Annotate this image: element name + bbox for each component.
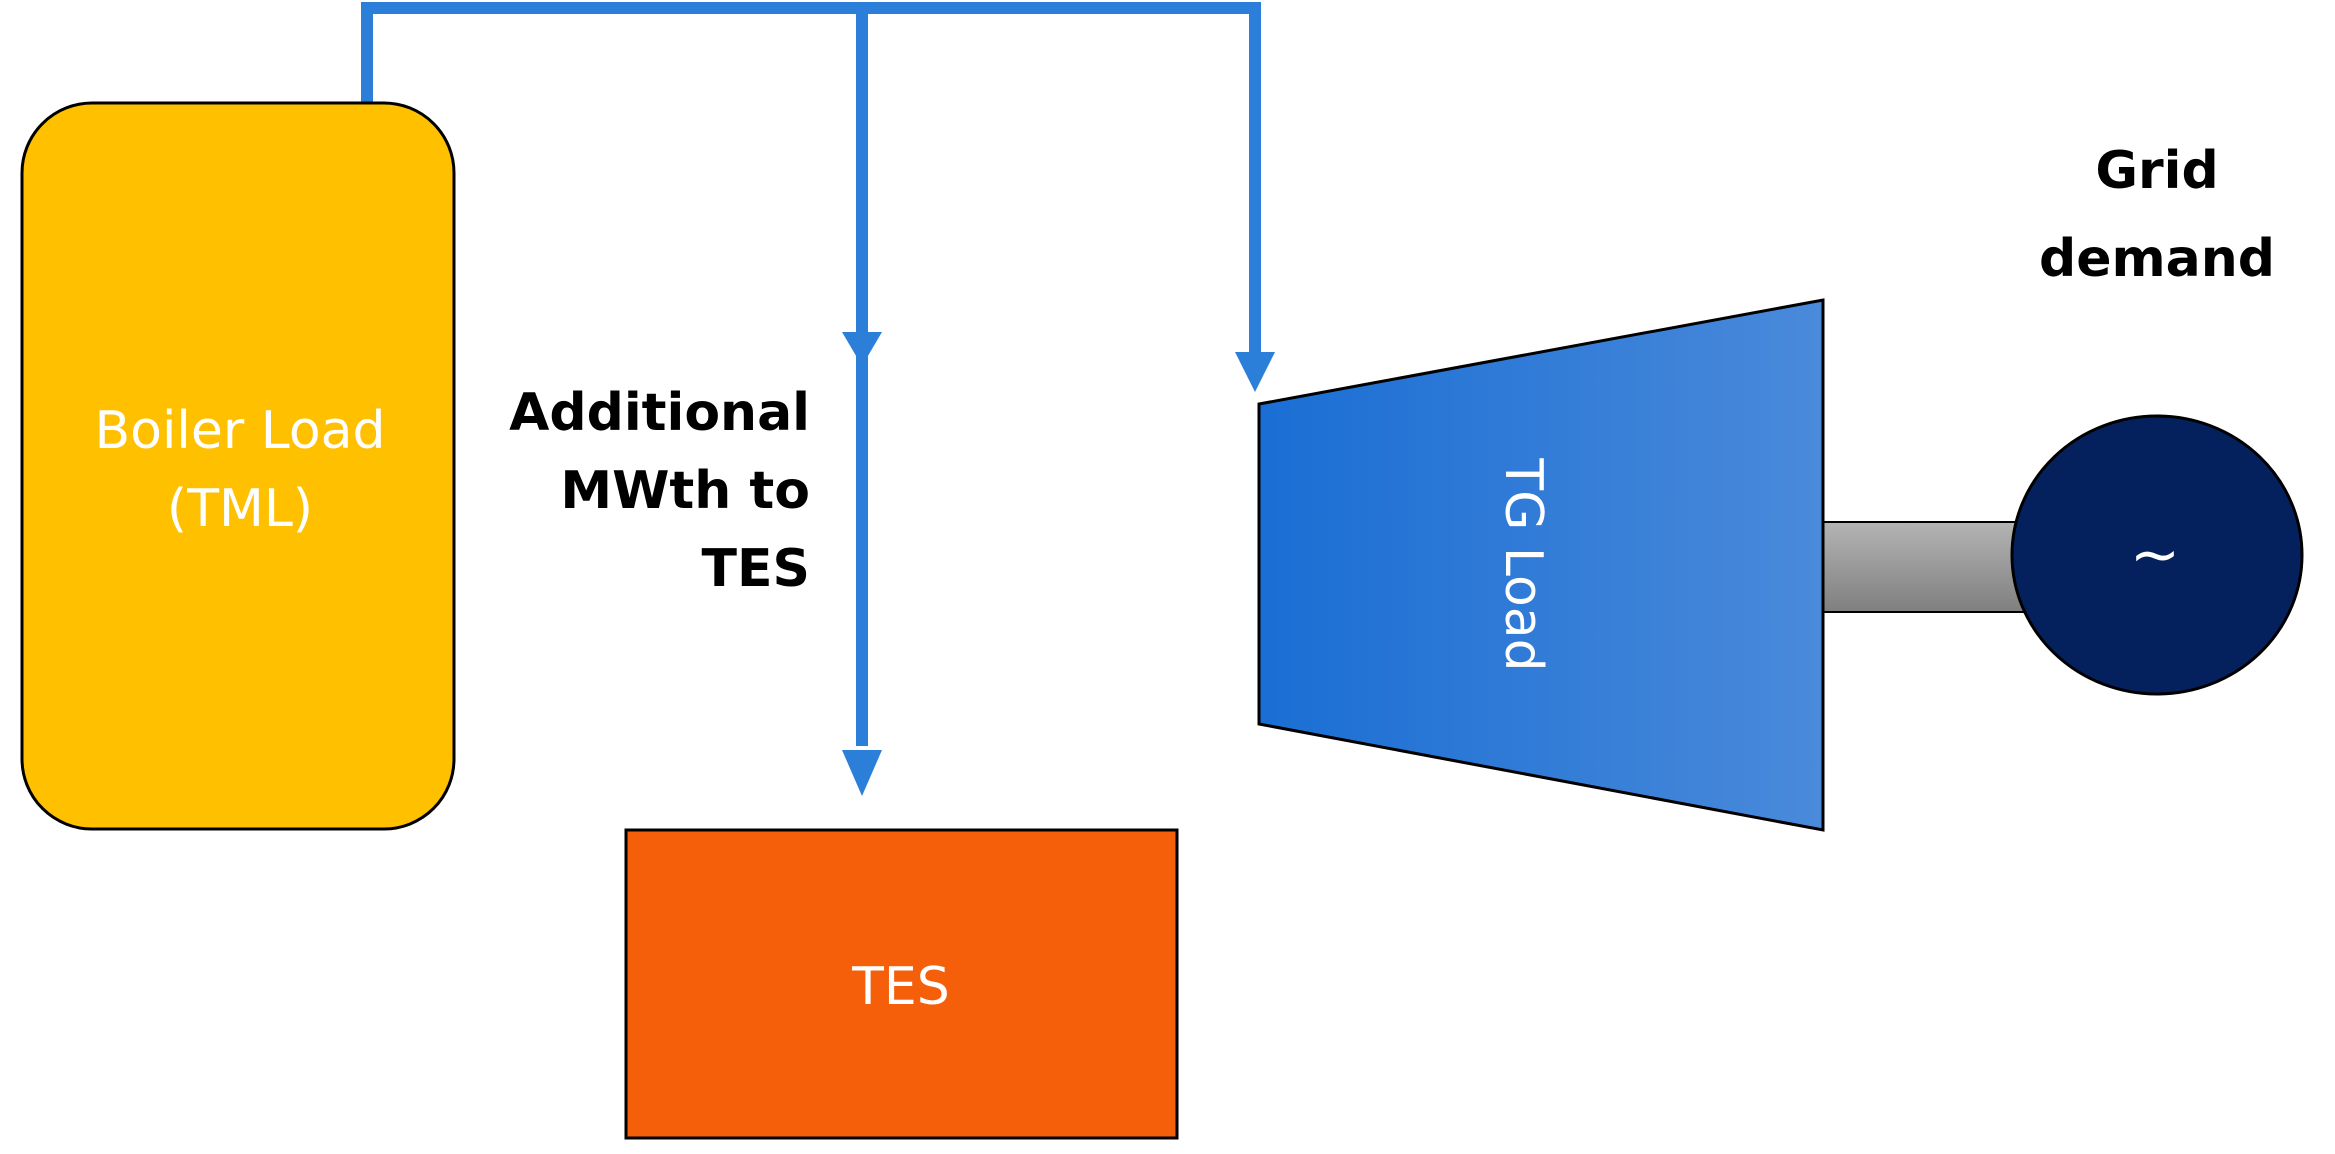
generator-circle [2010, 414, 2304, 696]
flow-label-line2: MWth to [560, 461, 810, 521]
tes-label: TES [851, 957, 950, 1017]
grid-label-line2: demand [2039, 229, 2275, 289]
turbine-shaft [1820, 521, 2032, 613]
boiler-label-line1: Boiler Load [94, 401, 385, 461]
turbine-label: TG Load [1493, 457, 1553, 671]
arrow-head-turbine [1235, 352, 1275, 392]
flow-label-line1: Additional [509, 383, 810, 443]
arrow-head-mid [842, 332, 882, 366]
arrow-head-tes [842, 750, 882, 796]
grid-label-line1: Grid [2095, 141, 2218, 201]
generator-symbol: ~ [2130, 520, 2180, 590]
boiler-label-line2: (TML) [167, 479, 313, 539]
flow-label-line3: TES [702, 539, 810, 599]
tes-box [624, 828, 1179, 1140]
steam-header-pipe [361, 2, 1261, 352]
boiler-load-box [20, 101, 456, 831]
turbine-generator [1257, 298, 1825, 832]
